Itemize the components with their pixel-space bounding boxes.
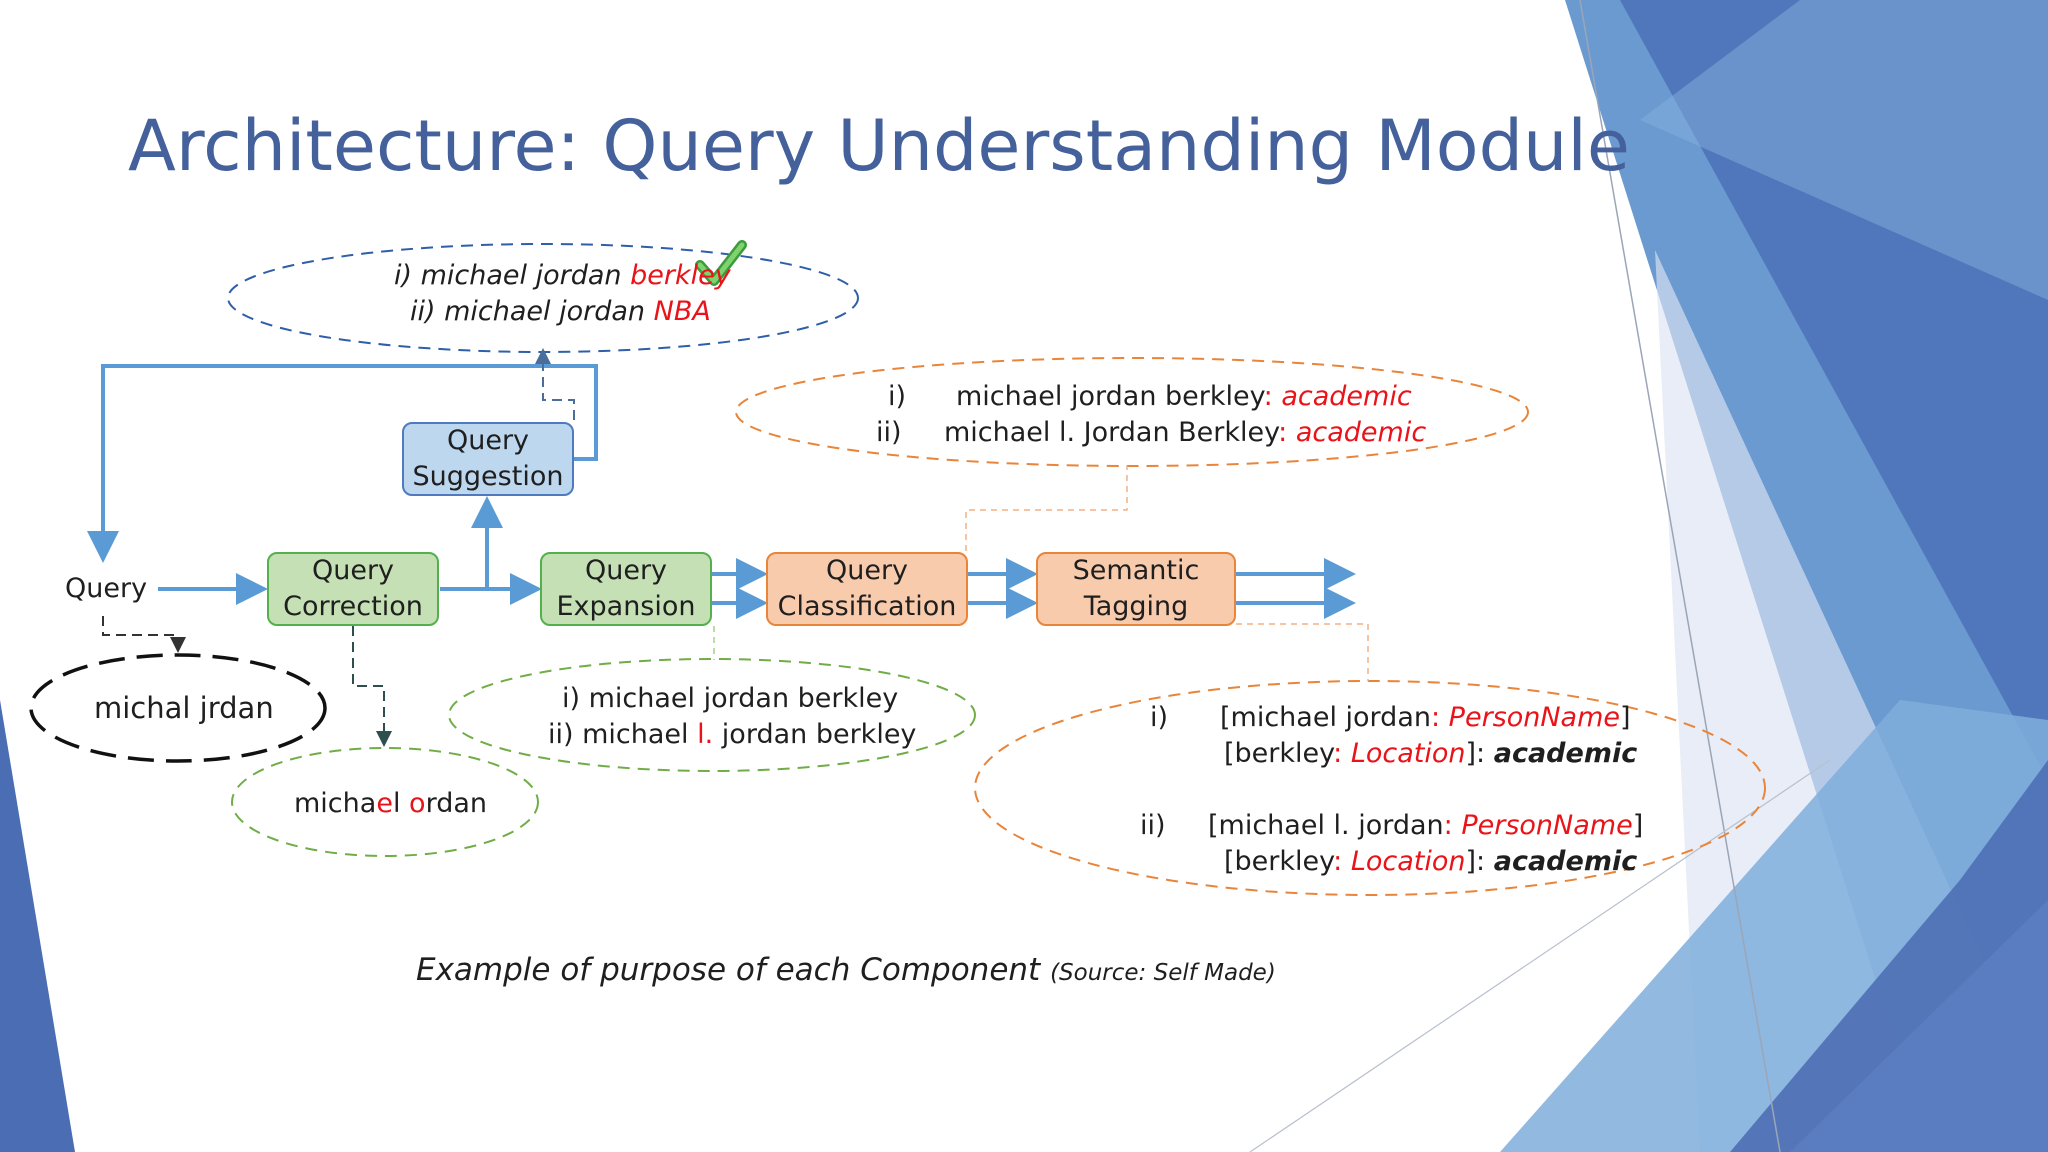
box-line-1: Query xyxy=(311,555,395,586)
right-top-facet xyxy=(1620,0,2048,780)
suggestion-highlight: NBA xyxy=(653,296,711,327)
classification-line-1: michael jordan berkley: academic xyxy=(956,379,1412,415)
expansion-line-2: ii) michael l. jordan berkley xyxy=(548,717,916,753)
classification-num-1: i) xyxy=(888,381,907,412)
classification-label: academic xyxy=(1295,417,1427,448)
suggestion-line-2: ii) michael jordan NBA xyxy=(410,294,711,330)
caption-text: Example of purpose of each Component xyxy=(416,952,1041,988)
corrected-query: michael ordan xyxy=(294,786,487,822)
dashed-correction-to-callout xyxy=(352,626,392,747)
box-line-2: Expansion xyxy=(556,591,696,622)
corrected-part: micha xyxy=(294,788,377,819)
caption-source: (Source: Self Made) xyxy=(1050,960,1276,986)
left-corner-shape xyxy=(0,700,75,1152)
arrow-suggestion-feedback xyxy=(87,364,598,563)
corrected-part: l xyxy=(392,788,410,819)
classification-sep: : xyxy=(1278,417,1296,448)
tagging-text: ]: xyxy=(1465,846,1494,877)
dashed-tagging-to-callout xyxy=(1236,623,1369,681)
tagging-label: academic xyxy=(1493,738,1638,769)
box-line-2: Tagging xyxy=(1083,591,1189,622)
semantic-tagging-box: Semantic Tagging xyxy=(1036,552,1236,626)
tagging-callout xyxy=(974,680,1766,896)
box-line-1: Query xyxy=(825,555,909,586)
classification-callout xyxy=(735,357,1529,467)
slide-title: Architecture: Query Understanding Module xyxy=(128,105,1630,187)
box-line-1: Query xyxy=(584,555,668,586)
tagging-text: ] xyxy=(1620,702,1631,733)
classification-line-2: michael l. Jordan Berkley: academic xyxy=(944,415,1426,451)
figure-caption: Example of purpose of each Component (So… xyxy=(416,952,1276,988)
expansion-text: jordan berkley xyxy=(713,719,917,750)
tagging-label: academic xyxy=(1493,846,1638,877)
decor-line-1 xyxy=(1579,0,1781,1152)
expansion-callout xyxy=(448,658,976,772)
box-line-1: Query xyxy=(446,425,530,456)
classification-text: michael jordan berkley xyxy=(956,381,1264,412)
box-line-2: Classification xyxy=(777,591,957,622)
tagging-2-line-1: [michael l. jordan: PersonName] xyxy=(1208,808,1643,844)
tagging-num-2: ii) xyxy=(1140,810,1166,841)
right-corner-facet xyxy=(1790,900,2048,1152)
suggestion-text: ii) michael jordan xyxy=(410,296,654,327)
tagging-text: [berkley xyxy=(1224,846,1334,877)
right-light-facet xyxy=(1640,0,2048,300)
tagging-text: [berkley xyxy=(1224,738,1334,769)
tagging-tag: Location xyxy=(1350,846,1466,877)
tagging-1-line-2: [berkley: Location]: academic xyxy=(1224,736,1637,772)
expansion-highlight: l. xyxy=(697,719,714,750)
tagging-1-line-1: [michael jordan: PersonName] xyxy=(1220,700,1631,736)
checkmark-icon xyxy=(695,240,747,286)
dashed-query-to-misspelled xyxy=(102,616,186,653)
suggestion-line-1: i) michael jordan berkley xyxy=(394,258,731,294)
query-expansion-box: Query Expansion xyxy=(540,552,712,626)
query-correction-box: Query Correction xyxy=(267,552,439,626)
suggestion-highlight: berkley xyxy=(630,260,731,291)
corrected-part: rdan xyxy=(425,788,487,819)
expansion-line-1: i) michael jordan berkley xyxy=(562,683,899,714)
box-line-2: Correction xyxy=(283,591,423,622)
tagging-num-1: i) xyxy=(1150,702,1169,733)
tagging-text: ] xyxy=(1632,810,1644,841)
expansion-text: ii) michael xyxy=(548,719,698,750)
classification-text: michael l. Jordan Berkley xyxy=(944,417,1279,448)
box-line-1: Semantic xyxy=(1072,555,1200,586)
tagging-tag: Location xyxy=(1350,738,1466,769)
tagging-text: [michael jordan xyxy=(1220,702,1431,733)
box-line-2: Suggestion xyxy=(412,461,564,492)
tagging-tag: PersonName xyxy=(1448,702,1621,733)
dashed-classification-to-callout xyxy=(965,466,1128,551)
misspelled-query: michal jrdan xyxy=(94,691,274,725)
correction-callout xyxy=(231,747,539,857)
corrected-highlight: e xyxy=(376,788,393,819)
corrected-highlight: o xyxy=(409,788,426,819)
query-classification-box: Query Classification xyxy=(766,552,968,626)
tagging-sep: : xyxy=(1333,738,1351,769)
tagging-text: ]: xyxy=(1465,738,1494,769)
tagging-sep: : xyxy=(1443,810,1462,841)
decor-line-2 xyxy=(1249,759,1831,1152)
dashed-suggestion-to-callout xyxy=(535,348,575,420)
tagging-tag: PersonName xyxy=(1461,810,1633,841)
tagging-2-line-2: [berkley: Location]: academic xyxy=(1224,844,1637,880)
suggestion-text: i) michael jordan xyxy=(394,260,631,291)
tagging-text: [michael l. jordan xyxy=(1208,810,1444,841)
query-suggestion-box: Query Suggestion xyxy=(402,422,574,496)
classification-num-2: ii) xyxy=(876,417,902,448)
tagging-sep: : xyxy=(1430,702,1449,733)
misspelled-callout xyxy=(29,653,327,763)
classification-label: academic xyxy=(1281,381,1412,412)
tagging-sep: : xyxy=(1333,846,1351,877)
query-label: Query xyxy=(65,573,148,604)
classification-sep: : xyxy=(1263,381,1282,412)
